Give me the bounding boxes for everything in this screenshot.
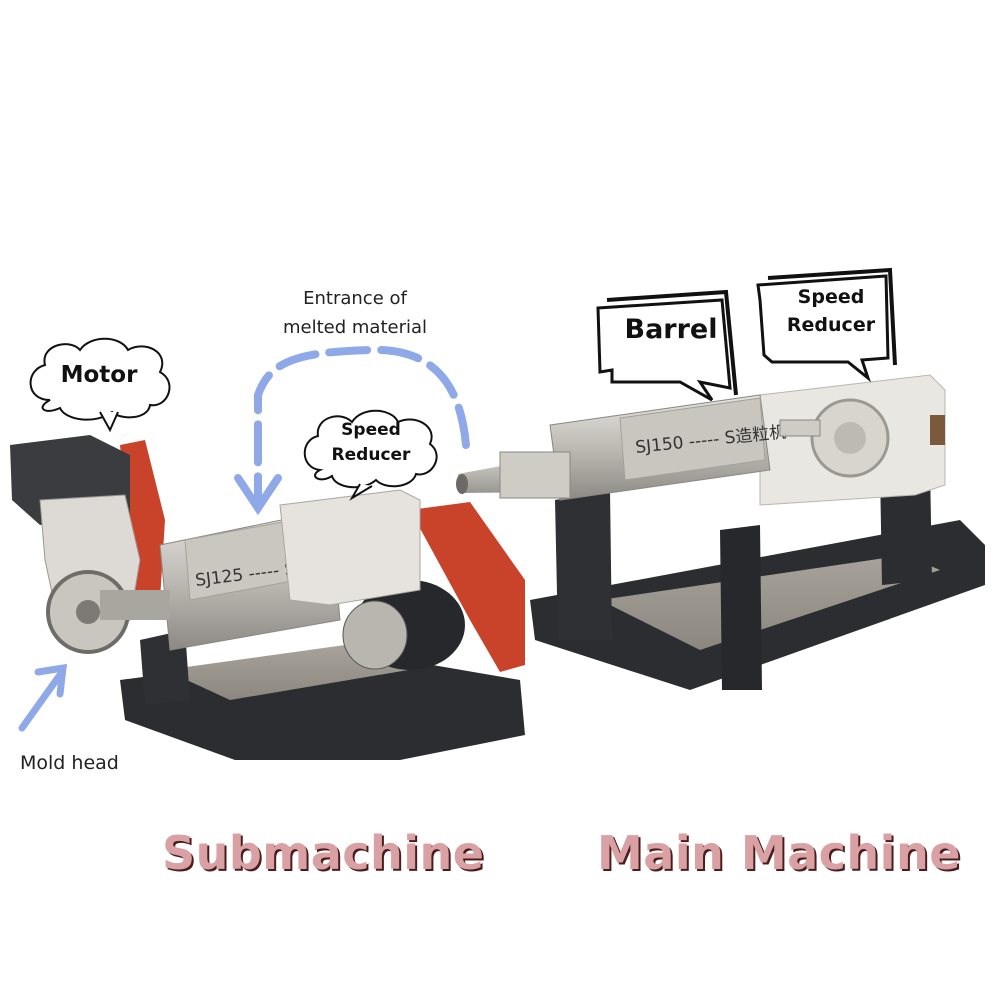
speed-reducer-sub-callout — [303, 409, 438, 501]
mold-head-arrow — [18, 663, 68, 732]
mold-head-label: Mold head — [20, 752, 119, 774]
main-machine-caption: Main Machine — [597, 826, 961, 880]
entrance-label: Entrance of melted material — [282, 288, 428, 338]
motor-label: Motor — [60, 362, 138, 388]
submachine: SJ125 ----- S — [10, 435, 525, 760]
speed-reducer-main-callout — [756, 267, 897, 383]
barrel-callout — [596, 289, 738, 402]
main-machine: SJ150 ----- S造粒机 — [456, 374, 985, 690]
speed-reducer-sub-label: Speed Reducer — [331, 420, 411, 465]
motor-callout — [29, 337, 171, 433]
barrel-label: Barrel — [624, 314, 718, 345]
entrance-arrow — [234, 345, 470, 516]
submachine-caption: Submachine — [162, 826, 485, 880]
speed-reducer-main-label: Speed Reducer — [786, 286, 876, 336]
